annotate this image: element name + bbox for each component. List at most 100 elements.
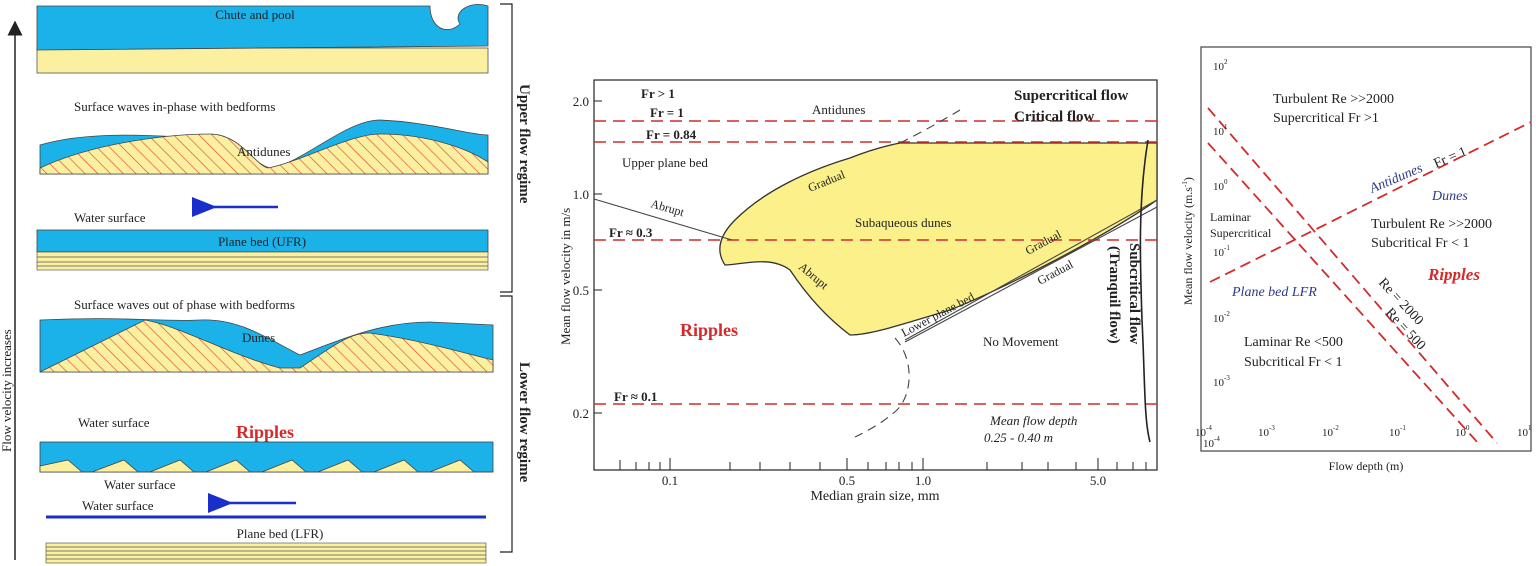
right-x-tick-exp-4: 0 [1466, 424, 1470, 432]
upper-regime-label: Upper flow regime [516, 84, 532, 204]
right-x-tick-base-0: 10 [1195, 427, 1207, 439]
left-bedform-panel: Flow velocity increases Upper flow regim… [0, 3, 532, 564]
middle-x-tick-0-1: 0.1 [662, 473, 678, 488]
svg-text:10-1: 10-1 [1389, 424, 1406, 439]
fr-greater-than-1-label: Fr > 1 [641, 86, 675, 101]
middle-y-tick-2-0: 2.0 [573, 94, 589, 109]
water-surface-label-4: Water surface [82, 498, 154, 513]
out-of-phase-caption: Surface waves out of phase with bedforms [74, 297, 295, 312]
fr-0-3-label: Fr ≈ 0.3 [609, 225, 653, 240]
svg-text:10-4: 10-4 [1195, 424, 1212, 439]
svg-text:101: 101 [1213, 123, 1228, 138]
laminar-subcritical-label-2: Subcritical Fr < 1 [1244, 355, 1343, 370]
right-x-tick-exp-0: -4 [1206, 424, 1212, 432]
right-y-tick-base-6: 10 [1203, 438, 1215, 450]
right-y-tick-base-5: 10 [1213, 377, 1225, 389]
plane-bed-lfr-label: Plane bed (LFR) [237, 526, 324, 541]
plane-bed-ufr-label: Plane bed (UFR) [218, 234, 306, 249]
svg-text:10-2: 10-2 [1213, 310, 1230, 325]
right-y-axis-label-close: ) [1181, 177, 1195, 181]
svg-text:10-2: 10-2 [1322, 424, 1339, 439]
no-movement-label: No Movement [983, 334, 1059, 349]
lower-plane-bed-boundary-lower [904, 206, 1158, 343]
right-x-tick-base-1: 10 [1258, 427, 1270, 439]
svg-text:10-3: 10-3 [1213, 374, 1230, 389]
laminar-supercritical-label-1: Laminar [1210, 210, 1251, 224]
dunes-label: Dunes [242, 330, 275, 345]
right-y-tick-base-1: 10 [1213, 126, 1225, 138]
middle-x-axis-label: Median grain size, mm [810, 489, 939, 504]
critical-flow-label: Critical flow [1014, 109, 1095, 125]
right-x-tick-exp-5: 1 [1528, 424, 1532, 432]
subcritical-flow-label: Subcritical flow [1126, 243, 1142, 344]
upper-plane-bed-label: Upper plane bed [622, 155, 708, 170]
abrupt-boundary-upper [593, 198, 733, 241]
chute-and-pool-label: Chute and pool [215, 7, 295, 22]
middle-x-tick-1-0: 1.0 [915, 473, 931, 488]
antidunes-diagram: Surface waves in-phase with bedforms Ant… [39, 99, 489, 175]
plane-bed-lfr-diagram: Water surface Plane bed (LFR) [45, 498, 487, 564]
supercritical-flow-label: Supercritical flow [1014, 88, 1128, 104]
depth-boundary-curve [1139, 139, 1151, 443]
laminar-supercritical-label-2: Supercritical [1210, 226, 1272, 240]
right-y-axis-label: Mean flow velocity (m.s-1) [1181, 177, 1195, 305]
right-x-tick-base-5: 10 [1517, 427, 1529, 439]
svg-text:102: 102 [1213, 58, 1228, 73]
svg-text:10-4: 10-4 [1203, 435, 1220, 450]
right-x-tick-labels: 10-4 10-3 10-2 10-1 100 101 [1195, 424, 1532, 439]
movement-threshold-curve [854, 337, 910, 438]
right-x-tick-base-4: 10 [1455, 427, 1467, 439]
ripples-label-left: Ripples [236, 422, 294, 442]
middle-y-tick-1-0: 1.0 [573, 187, 589, 202]
middle-x-tick-marks [619, 458, 1147, 470]
svg-text:100: 100 [1213, 178, 1228, 193]
right-x-tick-exp-1: -3 [1269, 424, 1275, 432]
right-y-tick-exp-4: -2 [1224, 310, 1230, 318]
middle-y-axis-label: Mean flow velocity in m/s [558, 208, 573, 345]
right-y-tick-exp-6: -4 [1214, 435, 1220, 443]
turbulent-subcritical-label-2: Subcritical Fr < 1 [1371, 236, 1470, 251]
plane-bed-ufr-diagram: Water surface Plane bed (UFR) [36, 197, 489, 271]
svg-text:10-3: 10-3 [1258, 424, 1275, 439]
turbulent-supercritical-label-2: Supercritical Fr >1 [1273, 111, 1379, 126]
right-y-tick-base-3: 10 [1213, 247, 1225, 259]
re-2000-line [1207, 107, 1498, 444]
right-y-tick-labels: 102 101 100 10-1 10-2 10-3 10-4 [1203, 58, 1230, 450]
water-surface-label-1: Water surface [74, 210, 146, 225]
right-boundary-lines [1207, 107, 1532, 444]
right-y-tick-base-2: 10 [1213, 181, 1225, 193]
fr-equals-1-label: Fr = 1 [650, 105, 684, 120]
svg-text:100: 100 [1455, 424, 1470, 439]
middle-bedform-stability-chart: 2.0 1.0 0.5 0.2 0.1 0.5 1.0 5.0 Median g… [558, 79, 1158, 504]
right-plot-frame [1200, 46, 1532, 452]
turbulent-supercritical-label-1: Turbulent Re >>2000 [1273, 92, 1394, 107]
middle-y-tick-0-5: 0.5 [573, 283, 589, 298]
right-x-tick-base-3: 10 [1389, 427, 1401, 439]
right-y-tick-exp-0: 2 [1224, 58, 1228, 66]
right-x-tick-exp-2: -2 [1333, 424, 1339, 432]
right-y-tick-exp-1: 1 [1224, 123, 1228, 131]
subaqueous-dunes-label: Subaqueous dunes [855, 215, 951, 230]
ripples-label-right: Ripples [1427, 265, 1480, 284]
right-y-tick-exp-2: 0 [1224, 178, 1228, 186]
depth-range-label: 0.25 - 0.40 m [984, 430, 1053, 445]
in-phase-caption: Surface waves in-phase with bedforms [74, 99, 275, 114]
antidunes-region-label: Antidunes [812, 102, 865, 117]
antidune-boundary [899, 109, 961, 144]
right-y-tick-exp-5: -3 [1224, 374, 1230, 382]
right-x-axis-label: Flow depth (m) [1329, 459, 1404, 473]
svg-text:101: 101 [1517, 424, 1532, 439]
svg-text:10-1: 10-1 [1213, 244, 1230, 259]
right-y-tick-base-0: 10 [1213, 61, 1225, 73]
lower-regime-bracket [500, 295, 513, 553]
dunes-label-right: Dunes [1431, 189, 1468, 204]
right-x-tick-exp-3: -1 [1400, 424, 1406, 432]
water-surface-label-3: Water surface [104, 477, 176, 492]
fr-0-84-label: Fr = 0.84 [646, 127, 697, 142]
laminar-subcritical-label-1: Laminar Re <500 [1244, 335, 1343, 350]
chute-and-pool-diagram: Chute and pool [36, 4, 489, 74]
mean-flow-depth-label: Mean flow depth [989, 413, 1077, 428]
antidunes-label: Antidunes [237, 144, 290, 159]
middle-x-tick-5-0: 5.0 [1090, 473, 1106, 488]
